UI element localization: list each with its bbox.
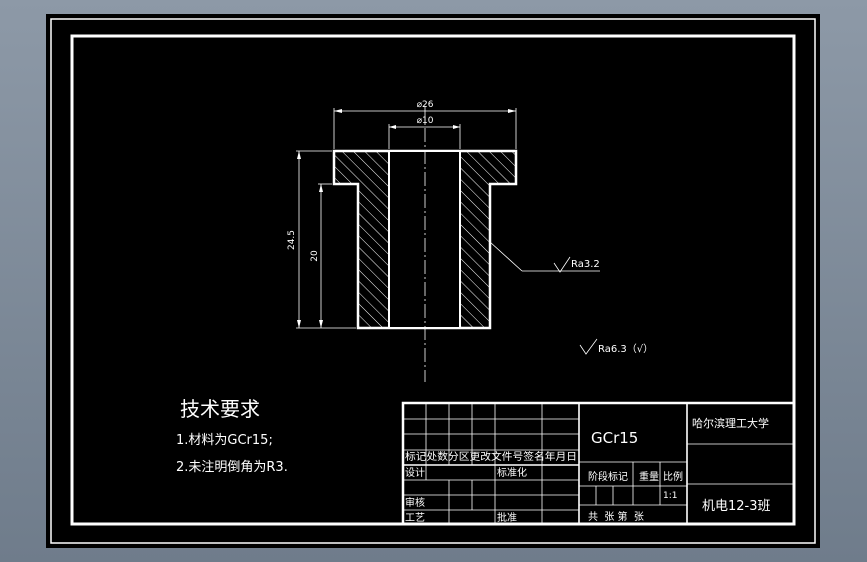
- scale-value: 1:1: [663, 491, 677, 501]
- review-label: 审核: [405, 496, 425, 509]
- inner-diameter-label: ⌀10: [417, 116, 434, 126]
- outer-border: [50, 18, 816, 544]
- roughness-callout: Ra3.2: [571, 259, 600, 270]
- tech-requirements-title: 技术要求: [180, 397, 260, 421]
- material-label: GCr15: [591, 429, 638, 447]
- roughness-symbol-icon: [553, 256, 598, 355]
- tech-requirement-item: 2.未注明倒角为R3.: [176, 460, 288, 475]
- dimension-arrows: [297, 109, 516, 328]
- left-wall-hatch: [334, 151, 389, 328]
- outer-diameter-label: ⌀26: [417, 100, 434, 110]
- university-label: 哈尔滨理工大学: [692, 416, 769, 430]
- bore-outline: [388, 150, 461, 329]
- dimensions: [296, 108, 600, 329]
- stage-label: 阶段标记: [588, 470, 628, 483]
- class-label: 机电12-3班: [702, 499, 771, 514]
- cad-viewport[interactable]: ⌀26 ⌀10 24.5 20 Ra3.2 Ra6.3（√） 技术要求 1.材料…: [46, 14, 820, 548]
- process-label: 工艺: [405, 512, 425, 524]
- part-outline: [332, 149, 518, 330]
- right-wall-hatch: [460, 151, 516, 328]
- tech-requirement-item: 1.材料为GCr15;: [176, 433, 273, 448]
- revision-header: 标记处数分区更改文件号签名年月日: [405, 450, 577, 463]
- part-section[interactable]: [332, 106, 518, 382]
- drawing-canvas: ⌀26 ⌀10 24.5 20 Ra3.2 Ra6.3（√） 技术要求 1.材料…: [50, 18, 816, 544]
- weight-label: 重量: [639, 470, 659, 483]
- body-height-label: 20: [310, 250, 320, 262]
- total-height-label: 24.5: [287, 230, 297, 250]
- approve-label: 批准: [497, 511, 517, 524]
- scale-label: 比例: [663, 470, 683, 483]
- standardization-label: 标准化: [497, 466, 527, 479]
- sheets-label: 共 张 第 张: [588, 510, 644, 523]
- general-roughness-callout: Ra6.3（√）: [598, 343, 653, 355]
- title-block[interactable]: [401, 401, 796, 526]
- designer-label: 设计: [405, 466, 425, 479]
